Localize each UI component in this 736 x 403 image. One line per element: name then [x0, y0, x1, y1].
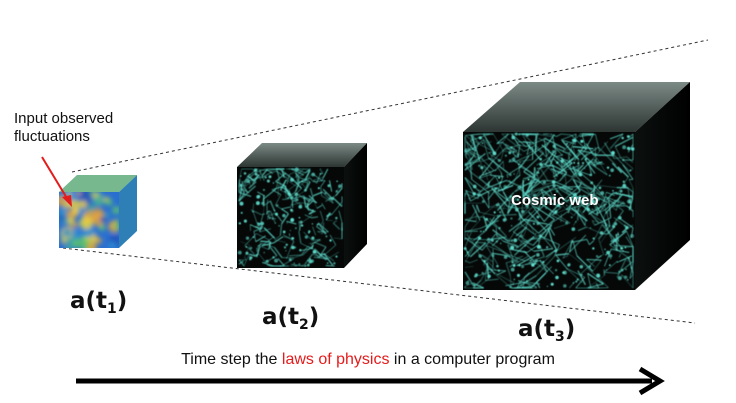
cmb-cube-icon [59, 175, 137, 248]
scale-factor-t2: a(t2) [262, 304, 320, 333]
laws-of-physics-highlight: laws of physics [281, 351, 390, 368]
arrow-right-icon [76, 366, 665, 396]
input-fluctuations-label: Input observed fluctuations [14, 110, 114, 145]
cosmic-web-label: Cosmic web [511, 192, 599, 209]
cone-upper-line [71, 39, 709, 173]
simulation-cube-icon [237, 143, 367, 268]
time-step-caption: Time step the laws of physics in a compu… [181, 351, 555, 368]
scale-factor-t3: a(t3) [518, 316, 576, 345]
scale-factor-t1: a(t1) [70, 288, 128, 317]
annotation-arrow [41, 156, 72, 207]
cone-lower-line [62, 247, 696, 324]
cosmic-web-cube-icon [463, 82, 690, 290]
